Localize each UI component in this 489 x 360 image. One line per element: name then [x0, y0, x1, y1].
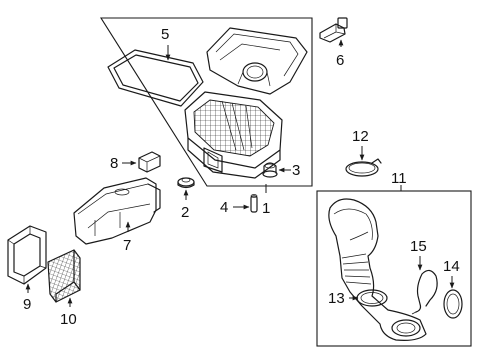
rubber-mount: [177, 177, 195, 189]
grommet: [262, 162, 278, 178]
callout-4: 4: [220, 199, 228, 216]
hose-clamp-upper: [345, 158, 382, 177]
air-filter-element: [107, 49, 204, 107]
intake-duct-group-box: [316, 190, 472, 347]
air-cleaner-cover: [206, 27, 308, 95]
air-cleaner-housing: [184, 91, 283, 179]
mounting-pin: [250, 194, 258, 213]
mass-airflow-sensor: [319, 17, 348, 43]
intake-duct: [73, 177, 161, 245]
callout-15: 15: [410, 238, 427, 255]
wire-clip: [411, 269, 438, 315]
callout-1: 1: [262, 200, 270, 217]
callout-12: 12: [352, 128, 369, 145]
callout-2: 2: [181, 204, 189, 221]
callout-14: 14: [443, 258, 460, 275]
inlet-grille: [47, 249, 81, 303]
hose-clamp-lower: [356, 289, 388, 307]
callout-11: 11: [391, 170, 407, 187]
air-cleaner-group-box: [100, 17, 313, 187]
seal-ring: [443, 289, 463, 319]
callout-7: 7: [123, 237, 131, 254]
air-inlet-frame: [7, 225, 47, 285]
callout-8: 8: [110, 155, 118, 172]
callout-6: 6: [336, 52, 344, 69]
callout-5: 5: [161, 26, 169, 43]
bracket: [138, 151, 161, 173]
callout-9: 9: [23, 296, 31, 313]
callout-13: 13: [328, 290, 345, 307]
callout-3: 3: [292, 162, 300, 179]
callout-10: 10: [60, 311, 77, 328]
air-intake-hose: [328, 198, 427, 341]
